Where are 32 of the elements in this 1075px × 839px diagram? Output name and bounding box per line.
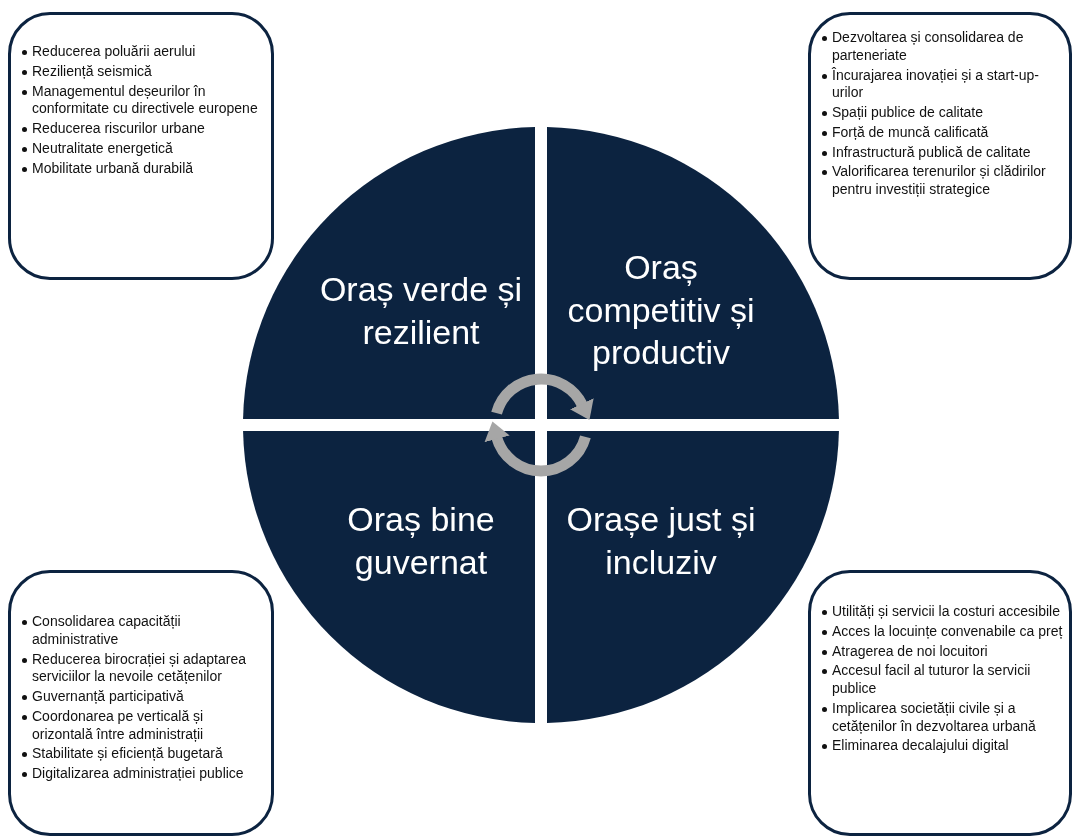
list-item: Dezvoltarea și consolidarea de parteneriate [832, 29, 1025, 65]
list-item: Mobilitate urbană durabilă [32, 159, 195, 178]
list-item: Încurajarea inovației și a start-up-urilor [832, 66, 1040, 103]
list-item: Implicarea societății civile și a cetățenilor în dezvoltarea urbană [832, 699, 1037, 736]
list-item: Reducerea poluării aerului [32, 43, 197, 61]
quadrant-title: Orașe just și incluziv [565, 498, 757, 582]
list-item: Eliminarea decalajului digital [832, 737, 1010, 756]
list-item: Consolidarea capacității administrative [32, 613, 182, 649]
quadrant-title: Oraș verde și rezilient [318, 268, 524, 352]
list-item: Reziliență seismică [32, 62, 153, 81]
text-panel [8, 12, 274, 280]
list-item: Reducerea riscurilor urbane [32, 120, 206, 138]
list-item: Digitalizarea administrației publice [32, 765, 245, 783]
list-item: Spații publice de calitate [832, 104, 984, 122]
list-item: Coordonarea pe verticală și orizontală între administrații [32, 707, 205, 744]
text-panel [808, 570, 1072, 836]
quadrant-title: Oraș bine guvernat [346, 498, 496, 583]
list-item: Utilități și servicii la costuri accesibile [832, 603, 1061, 621]
list-item: Valorificarea terenurilor și clădirilor pentru investiții strategice [832, 163, 1047, 199]
list-item: Accesul facil al tuturor la servicii publice [832, 662, 1032, 698]
list-item: Reducerea birocrației și adaptarea serviciilor la nevoile cetățenilor [32, 650, 247, 687]
list-item: Guvernanță participativă [32, 688, 185, 706]
list-item: Forță de muncă calificată [832, 123, 990, 142]
text-panel [8, 570, 274, 836]
quadrant-title: Oraș competitiv și productiv [566, 247, 756, 374]
list-item: Infrastructură publică de calitate [832, 143, 1032, 162]
list-item: Managementul deșeurilor în conformitate cu directivele europene [32, 82, 259, 119]
list-item: Stabilitate și eficiență bugetară [32, 745, 224, 764]
list-item: Acces la locuințe convenabile ca preț [832, 622, 1064, 641]
text-panel [808, 12, 1072, 280]
list-item: Atragerea de noi locuitori [832, 642, 989, 661]
list-item: Neutralitate energetică [32, 139, 174, 158]
